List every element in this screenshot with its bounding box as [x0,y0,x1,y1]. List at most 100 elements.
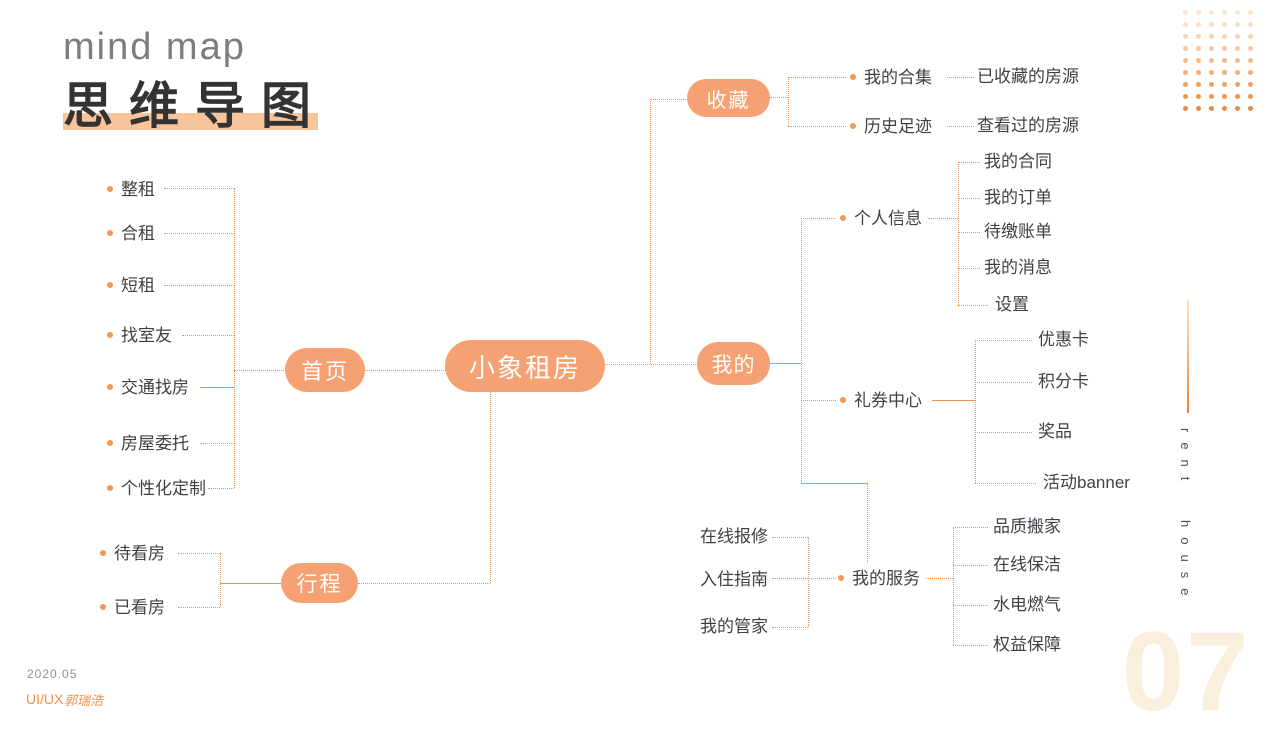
decor-dot [1222,94,1227,99]
decor-dot [1248,70,1253,75]
coupons-leaf: 优惠卡 [1038,330,1089,349]
decor-dot [1222,106,1227,111]
decor-dot [1183,10,1188,15]
connector-line [975,340,1032,341]
connector-line [208,488,234,489]
bullet-dot-icon [107,485,113,491]
node-favorites: 收藏 [687,79,770,117]
footer-role: UI/UX [26,691,64,707]
decor-dot [1196,10,1201,15]
connector-line [947,126,974,127]
trip-child-item: 已看房 [100,597,165,617]
connector-line [788,77,846,78]
trip-child-item: 待看房 [100,543,165,563]
title-highlight-bar [63,113,318,130]
favorites-child-item: 我的合集 [850,67,932,87]
connector-line [801,483,867,484]
decor-dot [1183,46,1188,51]
connector-line [867,483,868,563]
decor-dot [1196,106,1201,111]
connector-line [808,537,809,627]
home-child-item: 找室友 [107,325,172,345]
bullet-dot-icon [107,186,113,192]
connector-line [958,162,980,163]
decor-dot [1209,10,1214,15]
decor-dot [1196,82,1201,87]
connector-line [958,305,988,306]
decor-dot [1222,22,1227,27]
decor-dot [1248,34,1253,39]
decor-dots-grid [1183,10,1261,118]
connector-line [975,432,1032,433]
connector-line [772,627,808,628]
connector-line [953,605,988,606]
connector-line [953,527,954,645]
connector-line [958,268,980,269]
connector-line [650,99,651,364]
bullet-dot-icon [850,123,856,129]
decor-dot [1222,10,1227,15]
decor-dot [1209,82,1214,87]
bullet-dot-icon [107,440,113,446]
mine-coupons-item: 礼券中心 [840,390,922,410]
connector-line [772,537,808,538]
connector-line [975,483,1036,484]
bullet-dot-icon [100,604,106,610]
connector-line [220,553,221,607]
decor-dot [1196,34,1201,39]
decor-dot [1248,82,1253,87]
decor-dot [1235,46,1240,51]
home-child-item: 整租 [107,179,155,199]
decor-dot [1222,82,1227,87]
decor-dot [1209,70,1214,75]
connector-line [770,363,801,364]
node-mine: 我的 [697,342,770,385]
connector-line [953,645,988,646]
home-child-item: 交通找房 [107,377,189,397]
decor-dot [1248,58,1253,63]
coupons-leaf: 积分卡 [1038,372,1089,391]
decor-dot [1183,94,1188,99]
decor-dot [1235,70,1240,75]
connector-line [650,99,688,100]
services-right-leaf: 品质搬家 [993,517,1061,536]
decor-dot [1209,58,1214,63]
mine-services-item: 我的服务 [838,568,920,588]
node-home: 首页 [285,348,365,392]
decor-dot [1196,22,1201,27]
profile-leaf: 设置 [995,295,1029,314]
connector-line [220,583,282,584]
decor-dot [1183,34,1188,39]
connector-line [164,233,234,234]
bullet-dot-icon [840,215,846,221]
decor-dot [1235,34,1240,39]
decor-dot [1235,22,1240,27]
decor-dot [1183,22,1188,27]
coupons-leaf: 奖品 [1038,422,1072,441]
bullet-dot-icon [838,575,844,581]
connector-line [975,340,976,483]
decor-dot [1209,106,1214,111]
services-right-leaf: 水电燃气 [993,595,1061,614]
services-left-leaf: 在线报修 [700,527,768,546]
connector-line [801,218,802,483]
decor-dot [1248,10,1253,15]
decor-dot [1222,34,1227,39]
bullet-dot-icon [850,74,856,80]
vertical-rail-text: rent house [1178,428,1193,606]
decor-dot [1196,70,1201,75]
connector-line [958,162,959,305]
node-trip: 行程 [281,563,358,603]
services-right-leaf: 权益保障 [993,635,1061,654]
decor-dot [1222,70,1227,75]
decor-dot [1183,82,1188,87]
bullet-dot-icon [107,282,113,288]
decor-dot [1235,10,1240,15]
profile-leaf: 我的消息 [984,258,1052,277]
home-child-item: 房屋委托 [107,433,189,453]
connector-line [182,335,234,336]
decor-dot [1209,94,1214,99]
connector-line [604,364,698,365]
home-child-item: 短租 [107,275,155,295]
